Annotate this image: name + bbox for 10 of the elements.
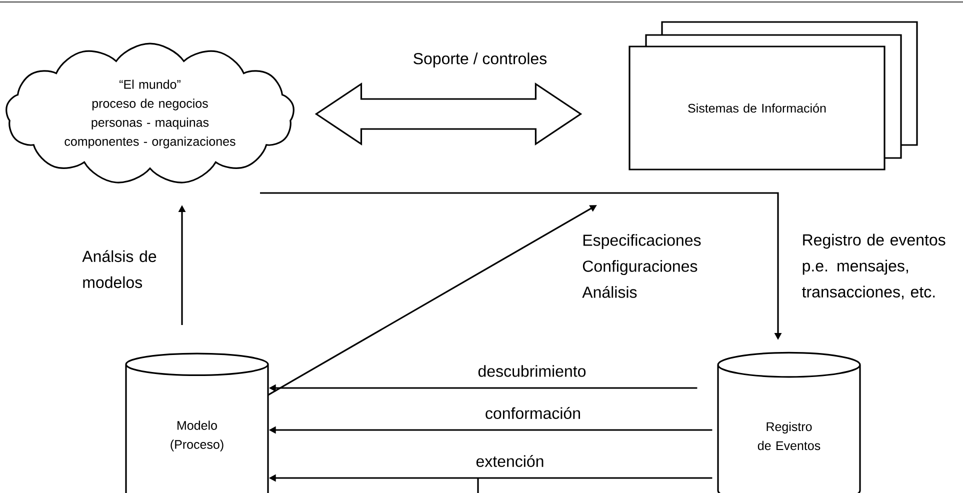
database-cylinder: Modelo (Proceso) <box>125 352 269 493</box>
edge-label: Especificaciones Configuraciones Análisis <box>582 234 701 298</box>
edge-label: extención <box>476 455 544 467</box>
edge-label: Soporte / controles <box>414 52 547 68</box>
edge-label: conformación <box>486 407 580 419</box>
edge-label: Registro de eventos p.e. mensajes, transacciones, etc. <box>802 234 946 300</box>
stacked-documents: Sistemas de Información <box>628 21 918 170</box>
edge-label: Análsis de modelos <box>82 250 156 288</box>
database-cylinder: Registro de Eventos <box>717 352 861 493</box>
edge-label: descubrimiento <box>478 365 586 377</box>
